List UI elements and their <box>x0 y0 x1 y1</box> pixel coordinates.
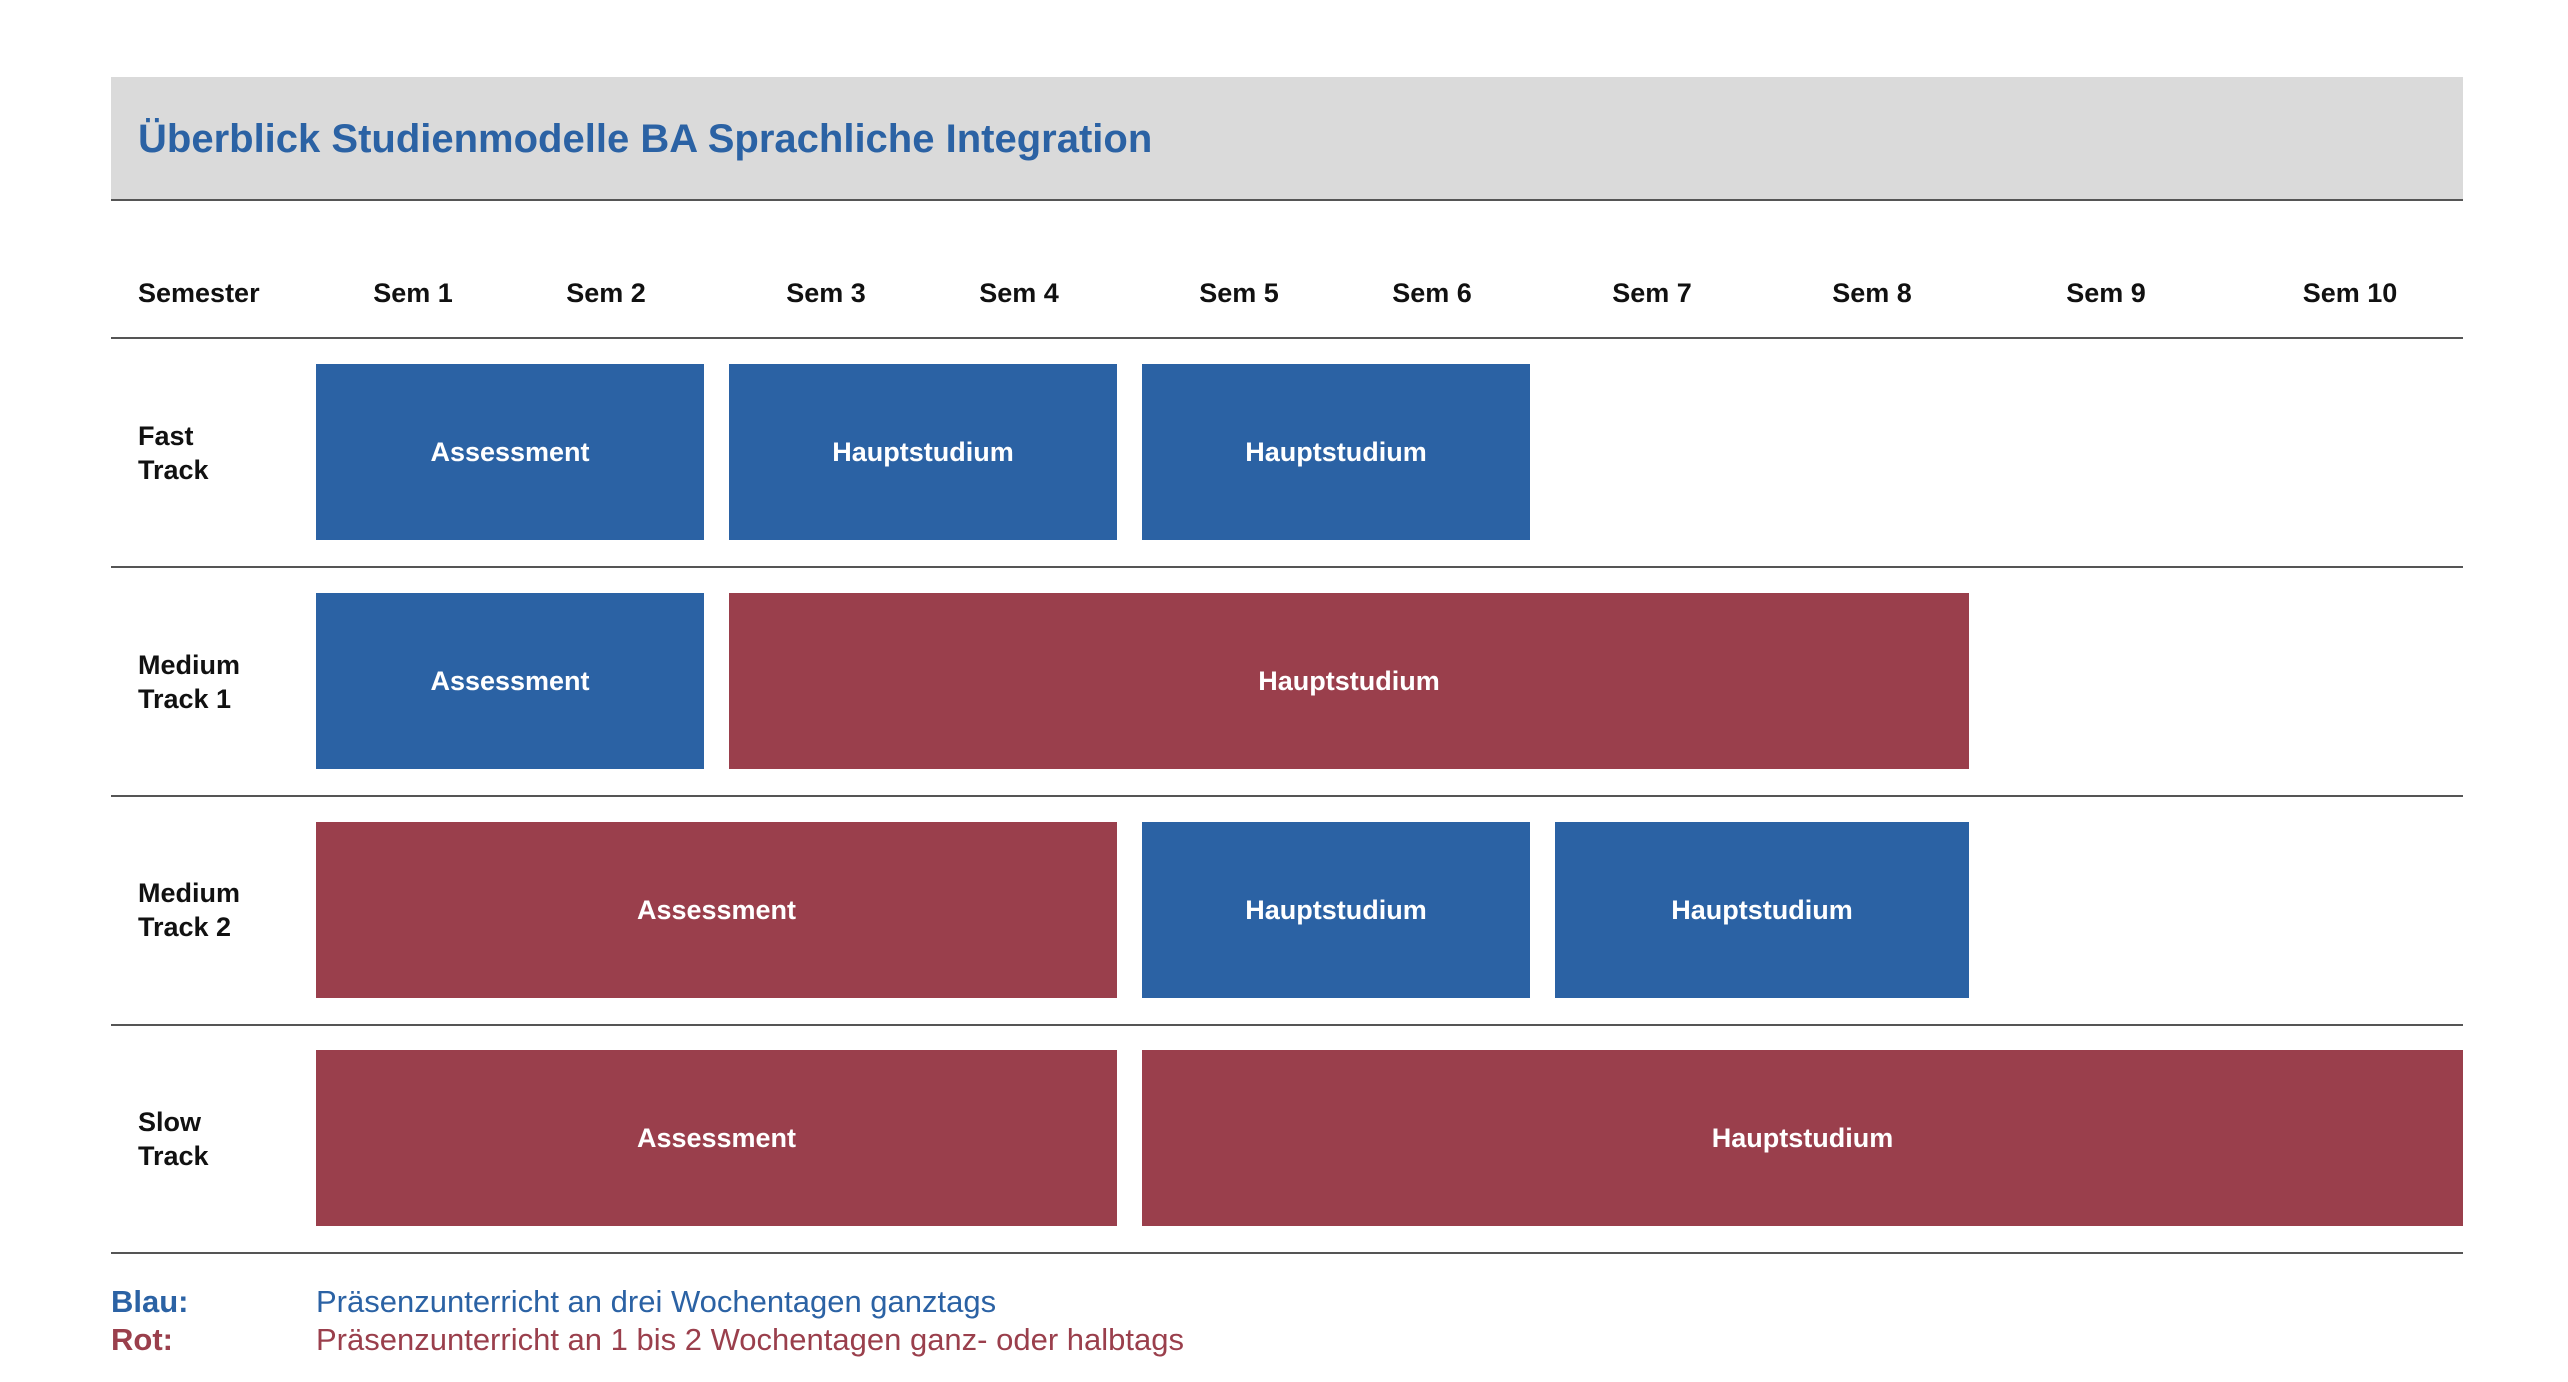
slow-track-block: Assessment <box>316 1050 1117 1226</box>
row-divider-2 <box>111 795 2463 797</box>
semester-header-10: Sem 10 <box>2302 278 2398 308</box>
track-label-fast: Fast Track <box>138 419 209 487</box>
legend-description-red: Präsenzunterricht an 1 bis 2 Wochentagen… <box>316 1322 1184 1357</box>
legend-key-blue: Blau: <box>111 1284 189 1319</box>
track-label-line: Track 1 <box>138 684 232 714</box>
fast-track-block: Hauptstudium <box>1142 364 1530 540</box>
row-divider-4 <box>111 1252 2463 1254</box>
track-label-slow: Slow Track <box>138 1105 209 1173</box>
semester-header-3: Sem 3 <box>786 278 866 308</box>
semester-header-label: Semester <box>138 278 260 308</box>
header-divider <box>111 337 2463 339</box>
semester-header-2: Sem 2 <box>566 278 646 308</box>
semester-header-6: Sem 6 <box>1392 278 1472 308</box>
slow-track-block: Hauptstudium <box>1142 1050 2463 1226</box>
semester-header-1: Sem 1 <box>373 278 453 308</box>
track-label-medium-1: Medium Track 1 <box>138 648 240 716</box>
fast-track-block: Assessment <box>316 364 704 540</box>
medium-track-1-block: Hauptstudium <box>729 593 1969 769</box>
semester-header-5: Sem 5 <box>1199 278 1279 308</box>
track-label-line: Medium <box>138 650 241 680</box>
legend-key-red: Rot: <box>111 1322 173 1357</box>
semester-header-9: Sem 9 <box>2066 278 2146 308</box>
medium-track-2-block: Assessment <box>316 822 1117 998</box>
medium-track-1-block: Assessment <box>316 593 704 769</box>
medium-track-2-block: Hauptstudium <box>1142 822 1530 998</box>
legend-description-blue: Präsenzunterricht an drei Wochentagen ga… <box>316 1284 997 1319</box>
row-divider-1 <box>111 566 2463 568</box>
track-label-line: Medium <box>138 878 241 908</box>
semester-header-7: Sem 7 <box>1612 278 1692 308</box>
track-label-line: Track <box>138 1141 209 1171</box>
row-divider-3 <box>111 1024 2463 1026</box>
track-label-line: Track <box>138 455 209 485</box>
page-title: Überblick Studienmodelle BA Sprachliche … <box>138 117 1153 161</box>
track-label-medium-2: Medium Track 2 <box>138 876 240 944</box>
track-label-line: Track 2 <box>138 912 232 942</box>
track-label-line: Fast <box>138 421 194 451</box>
semester-header-8: Sem 8 <box>1832 278 1912 308</box>
fast-track-block: Hauptstudium <box>729 364 1117 540</box>
track-label-line: Slow <box>138 1107 202 1137</box>
medium-track-2-block: Hauptstudium <box>1555 822 1969 998</box>
semester-header-4: Sem 4 <box>979 278 1059 308</box>
title-bar: Überblick Studienmodelle BA Sprachliche … <box>111 77 2463 201</box>
